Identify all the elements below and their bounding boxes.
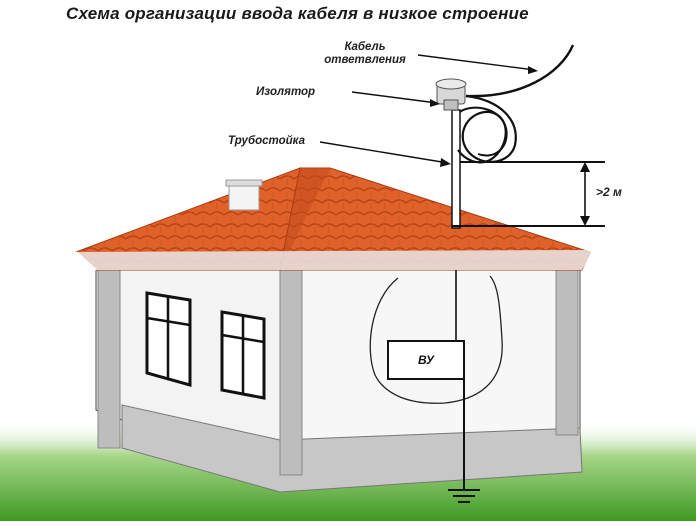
branch-cable [465, 44, 575, 98]
cable-loop [457, 94, 517, 164]
insulator-label: Изолятор [256, 86, 316, 98]
roof [75, 167, 592, 271]
pillar-corner [279, 269, 303, 476]
cable-label-line2: ответвления [324, 54, 406, 66]
pipe-rack-label: Трубостойка [228, 135, 306, 147]
insulator-icon [435, 78, 467, 111]
height-label: >2 м [596, 185, 622, 199]
window-right [220, 310, 266, 400]
leader-pipe-rack [319, 141, 449, 164]
callout-outline [369, 275, 503, 404]
chimney-icon [225, 179, 263, 211]
cable-label: Кабель ответвления [312, 41, 418, 67]
pillar-left [97, 269, 121, 449]
pipe-rack [451, 109, 605, 229]
leader-cable [417, 54, 536, 71]
ground-symbol-icon [448, 489, 480, 503]
pillar-right [555, 269, 579, 436]
input-device-label: ВУ [417, 353, 435, 367]
house [95, 269, 583, 493]
cable-loop-inner [459, 106, 508, 157]
diagram-title: Схема организации ввода кабеля в низкое … [66, 4, 529, 23]
roof-shade [280, 168, 330, 270]
input-device-box [387, 340, 465, 380]
eave-band [76, 250, 592, 270]
window-left [145, 291, 192, 387]
leader-insulator [351, 91, 438, 104]
cable-label-line1: Кабель [344, 41, 386, 53]
